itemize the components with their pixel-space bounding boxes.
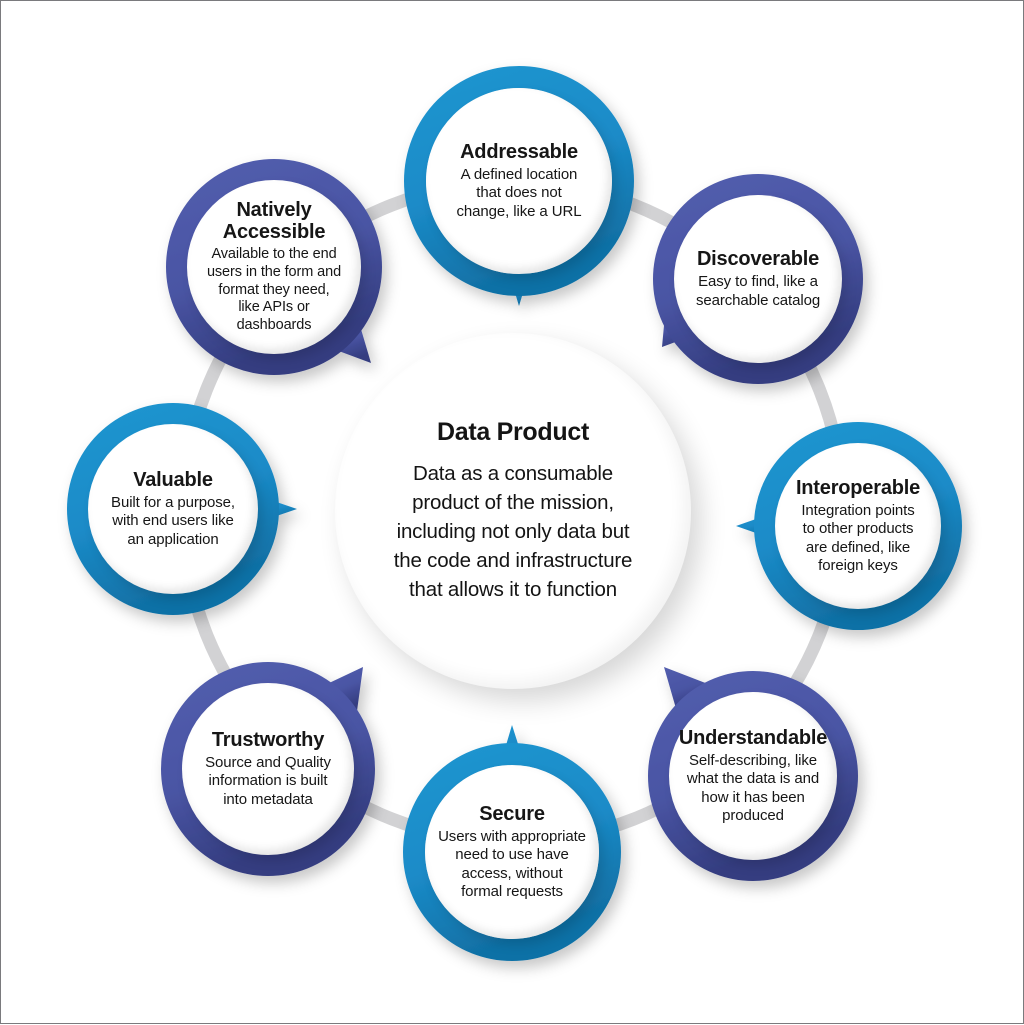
center-node-data-product[interactable]: Data Product Data as a consumable produc… [335,333,691,689]
node-title-interoperable: Interoperable [795,476,921,499]
center-node-title: Data Product [437,417,589,446]
node-description-understandable: Self-describing, like what the data is a… [686,751,820,824]
node-interoperable[interactable]: Interoperable Integration points to othe… [775,443,941,609]
node-description-secure: Users with appropriate need to use have … [438,827,586,900]
node-addressable[interactable]: Addressable A defined location that does… [426,88,612,274]
node-description-trustworthy: Source and Quality information is built … [205,754,331,808]
node-description-addressable: A defined location that does not change,… [456,166,582,220]
node-discoverable[interactable]: Discoverable Easy to find, like a search… [674,195,842,363]
node-description-interoperable: Integration points to other products are… [801,501,915,574]
node-title-addressable: Addressable [460,141,578,164]
node-understandable[interactable]: Understandable Self-describing, like wha… [669,692,837,860]
node-trustworthy[interactable]: Trustworthy Source and Quality informati… [182,683,354,855]
node-description-valuable: Built for a purpose, with end users like… [111,494,235,548]
node-title-discoverable: Discoverable [696,248,820,271]
node-valuable[interactable]: Valuable Built for a purpose, with end u… [88,424,258,594]
node-secure[interactable]: Secure Users with appropriate need to us… [425,765,599,939]
node-natively-accessible[interactable]: Natively Accessible Available to the end… [187,180,361,354]
node-description-discoverable: Easy to find, like a searchable catalog [695,273,821,309]
node-title-secure: Secure [479,802,545,825]
node-title-understandable: Understandable [678,726,828,749]
node-description-natively-accessible: Available to the end users in the form a… [206,246,342,334]
node-title-valuable: Valuable [133,469,213,492]
node-title-natively-accessible: Natively Accessible [222,199,326,244]
node-title-trustworthy: Trustworthy [211,729,325,752]
center-node-description: Data as a consumable product of the miss… [393,461,633,602]
